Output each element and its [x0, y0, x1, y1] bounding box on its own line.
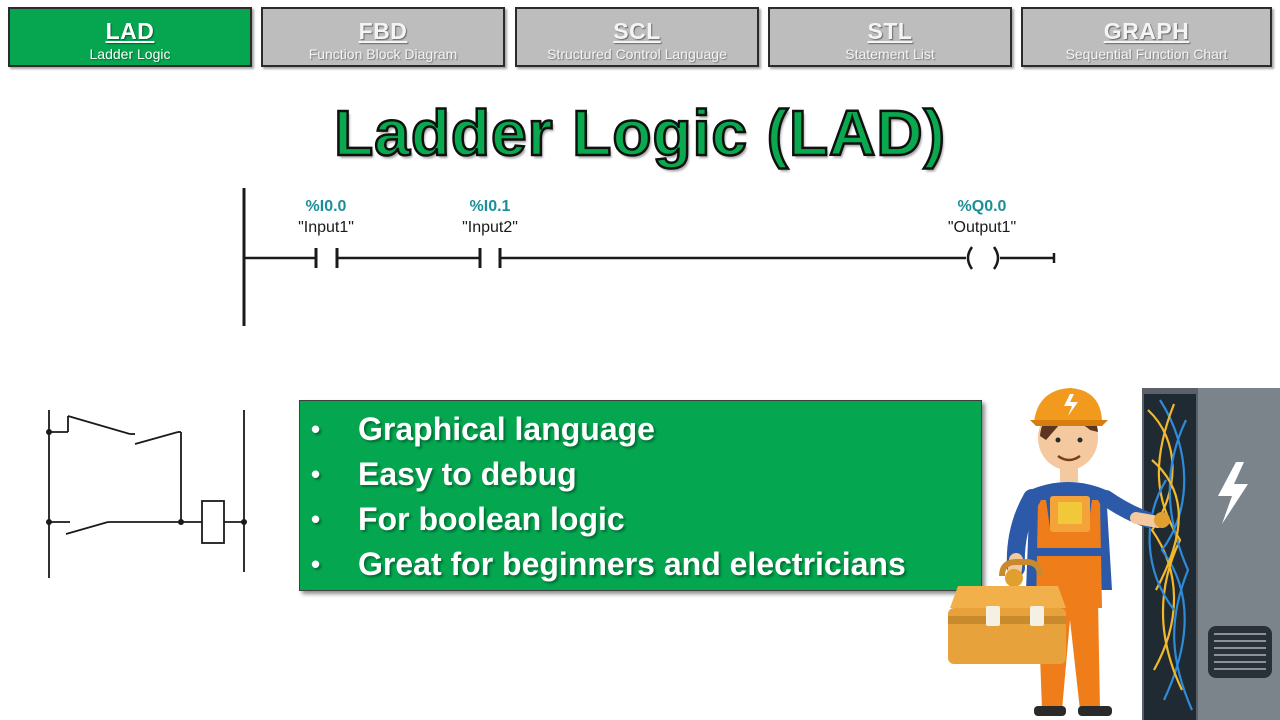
- tab-fbd-label: FBD: [358, 18, 408, 44]
- tab-graph-subtitle: Sequential Function Chart: [1065, 46, 1228, 62]
- tab-fbd-subtitle: Function Block Diagram: [308, 46, 458, 62]
- list-item: •Great for beginners and electricians: [311, 546, 906, 582]
- contact-input2-tag: "Input2": [462, 219, 518, 236]
- electrician-at-panel-icon: [948, 388, 1280, 720]
- toolbox-icon: [948, 559, 1066, 664]
- list-item: •For boolean logic: [311, 501, 625, 537]
- coil-output1-tag: "Output1": [947, 219, 1017, 236]
- tab-graph-label: GRAPH: [1103, 18, 1190, 44]
- features-list: •Graphical language •Easy to debug •For …: [300, 401, 981, 587]
- language-tabs: LAD Ladder Logic FBD Function Block Diag…: [8, 7, 1272, 71]
- coil-output1-address: %Q0.0: [957, 198, 1007, 215]
- contact-input1-tag: "Input1": [298, 219, 354, 236]
- lightning-bolt-icon: [1218, 462, 1248, 524]
- tab-stl-label: STL: [867, 18, 913, 44]
- tab-lad[interactable]: LAD Ladder Logic: [8, 7, 252, 67]
- contact-input1-address: %I0.0: [305, 198, 347, 215]
- features-box: •Graphical language •Easy to debug •For …: [299, 400, 982, 591]
- tab-lad-label: LAD: [105, 18, 155, 44]
- page-title: Ladder Logic (LAD): [333, 96, 946, 171]
- contact-input2[interactable]: [478, 248, 502, 268]
- relay-circuit-schematic-icon: [46, 410, 247, 578]
- list-item: •Easy to debug: [311, 456, 577, 492]
- tab-fbd[interactable]: FBD Function Block Diagram: [261, 7, 505, 67]
- list-item: •Graphical language: [311, 411, 655, 447]
- tab-stl-subtitle: Statement List: [845, 46, 935, 62]
- tab-lad-subtitle: Ladder Logic: [89, 46, 171, 62]
- tab-scl-label: SCL: [613, 18, 661, 44]
- tab-stl[interactable]: STL Statement List: [768, 7, 1012, 67]
- tab-scl[interactable]: SCL Structured Control Language: [515, 7, 759, 67]
- coil-output1[interactable]: [966, 246, 1000, 270]
- tab-graph[interactable]: GRAPH Sequential Function Chart: [1021, 7, 1272, 67]
- ladder-rung-diagram: [242, 188, 1056, 326]
- tab-scl-subtitle: Structured Control Language: [547, 46, 727, 62]
- contact-input1[interactable]: [314, 248, 339, 268]
- contact-input2-address: %I0.1: [469, 198, 511, 215]
